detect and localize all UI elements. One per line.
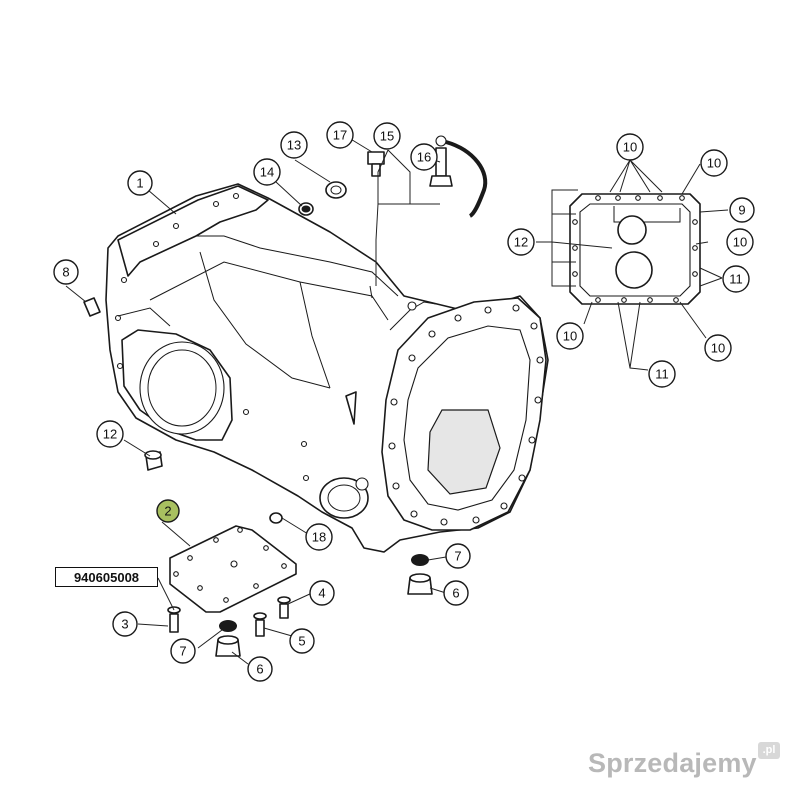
callout-11-bottom: 11 [648, 360, 676, 388]
callout-10-lower-left: 10 [556, 322, 584, 350]
transmission-housing [105, 183, 549, 553]
callout-1: 1 [127, 170, 153, 196]
svg-text:10: 10 [623, 140, 637, 155]
svg-text:8: 8 [62, 265, 69, 280]
svg-text:10: 10 [707, 156, 721, 171]
callout-2: 2 [156, 499, 180, 523]
svg-text:7: 7 [454, 549, 461, 564]
seal-ring-part-14 [298, 202, 314, 216]
callout-14: 14 [253, 158, 281, 186]
svg-text:3: 3 [121, 617, 128, 632]
callout-10-lower-right: 10 [704, 334, 732, 362]
callout-8: 8 [53, 259, 79, 285]
callout-7-left: 7 [170, 638, 196, 664]
callout-6-right: 6 [443, 580, 469, 606]
svg-text:15: 15 [380, 129, 394, 144]
watermark-badge: .pl [758, 742, 780, 759]
callout-3: 3 [112, 611, 138, 637]
svg-text:16: 16 [417, 150, 431, 165]
svg-text:7: 7 [179, 644, 186, 659]
gasket-detail [569, 193, 701, 305]
watermark-logo: Sprzedajemy [588, 748, 757, 778]
callout-9: 9 [729, 197, 755, 223]
svg-text:6: 6 [452, 586, 459, 601]
callout-5: 5 [289, 628, 315, 654]
svg-text:6: 6 [256, 662, 263, 677]
svg-text:14: 14 [260, 165, 274, 180]
reference-number-box: 940605008 [55, 567, 158, 587]
fitting-part-16 [429, 135, 488, 218]
pin-part-8 [83, 297, 101, 317]
callout-12-left: 12 [96, 420, 124, 448]
callout-4: 4 [309, 580, 335, 606]
callout-10-upper-right: 10 [700, 149, 728, 177]
plug-part-18 [269, 512, 283, 524]
svg-text:11: 11 [655, 367, 669, 382]
svg-text:11: 11 [729, 272, 743, 287]
svg-text:9: 9 [738, 203, 745, 218]
callout-11-right: 11 [722, 265, 750, 293]
callout-15: 15 [373, 122, 401, 150]
callout-7-right: 7 [445, 543, 471, 569]
bolt-part-17 [367, 151, 385, 177]
svg-text:10: 10 [563, 329, 577, 344]
callout-17: 17 [326, 121, 354, 149]
callout-18: 18 [305, 523, 333, 551]
svg-text:10: 10 [733, 235, 747, 250]
svg-text:12: 12 [103, 427, 117, 442]
svg-text:4: 4 [318, 586, 325, 601]
seal-and-plug-right [407, 554, 433, 595]
svg-text:17: 17 [333, 128, 347, 143]
flange-bolt-holes [114, 192, 544, 526]
callout-13: 13 [280, 131, 308, 159]
callout-10-top: 10 [616, 133, 644, 161]
svg-text:10: 10 [711, 341, 725, 356]
svg-text:13: 13 [287, 138, 301, 153]
cover-plate-part-2 [169, 525, 297, 613]
svg-text:18: 18 [312, 530, 326, 545]
svg-text:2: 2 [164, 504, 171, 519]
callout-6-left: 6 [247, 656, 273, 682]
leader-lines [65, 137, 729, 665]
callout-10-mid-right: 10 [726, 228, 754, 256]
callout-16: 16 [410, 143, 438, 171]
svg-text:12: 12 [514, 235, 528, 250]
plate-fasteners [167, 596, 291, 657]
svg-text:1: 1 [136, 176, 143, 191]
plug-part-13 [325, 181, 347, 199]
svg-text:5: 5 [298, 634, 305, 649]
callout-12-gasket: 12 [507, 228, 535, 256]
plug-part-12 [144, 450, 163, 471]
